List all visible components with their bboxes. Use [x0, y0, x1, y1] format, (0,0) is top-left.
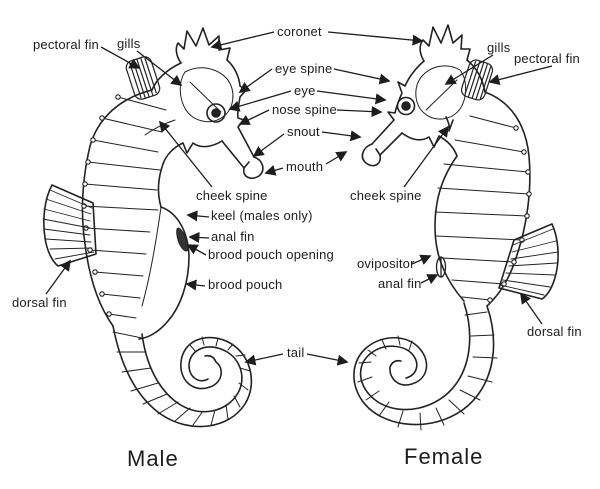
snout-right-arrow: [321, 130, 362, 142]
female-coronet: [419, 24, 471, 62]
male-brood-pouch: [138, 206, 190, 340]
female-head-outline: [371, 60, 425, 145]
ovipositor-arrow: [411, 254, 432, 265]
eye-label: eye: [294, 83, 316, 98]
male-pectoral-fin-patch: [125, 56, 161, 100]
gills-female-arrow: [444, 54, 494, 85]
dorsal-fin-male-label: dorsal fin: [12, 295, 67, 310]
eye-spine-label: eye spine: [275, 61, 333, 76]
callout-arrows: [45, 31, 553, 366]
pectoral-fin-female-arrow: [488, 65, 553, 86]
coronet-right-arrow: [327, 31, 424, 46]
eye-left-arrow: [228, 90, 292, 112]
pectoral-fin-male-label: pectoral fin: [33, 37, 99, 52]
male-seahorse-drawing: [42, 27, 264, 428]
male-anal-fin: [176, 227, 189, 252]
mouth-right-arrow: [325, 151, 348, 165]
male-trunk: [81, 89, 153, 327]
eye-right-arrow: [316, 90, 387, 105]
female-trunk: [484, 91, 531, 307]
male-mouth: [242, 156, 264, 179]
female-dorsal-fin: [498, 223, 559, 300]
dorsal-fin-female-label: dorsal fin: [527, 324, 582, 339]
ovipositor-label: ovipositor: [357, 256, 415, 271]
tail-right-arrow: [306, 353, 349, 366]
male-head-outline: [226, 59, 255, 158]
anal-fin-male-arrow: [188, 231, 210, 244]
nose-spine-label: nose spine: [272, 102, 337, 117]
mouth-label: mouth: [286, 159, 324, 174]
male-cheek: [162, 140, 223, 165]
pectoral-fin-male-arrow: [100, 46, 141, 69]
female-eye: [396, 96, 416, 116]
tail-left-arrow: [244, 353, 284, 366]
male-tail: [112, 325, 253, 428]
dorsal-fin-male-arrow: [45, 259, 71, 295]
male-caption: Male: [127, 446, 179, 471]
anal-fin-female-arrow: [420, 274, 439, 285]
brood-pouch-arrow: [185, 279, 206, 291]
brood-pouch-opening-arrow: [186, 244, 207, 256]
gills-male-label: gills: [117, 36, 141, 51]
dorsal-fin-female-arrow: [520, 292, 543, 325]
cheek-spine-female-arrow: [403, 125, 449, 188]
eye-spine-right-arrow: [333, 68, 391, 85]
brood-pouch-opening-label: brood pouch opening: [208, 247, 334, 262]
coronet-label: coronet: [277, 24, 322, 39]
anal-fin-male-label: anal fin: [211, 229, 255, 244]
gills-male-arrow: [136, 50, 183, 87]
female-trunk-segments: [434, 115, 530, 301]
nose-spine-left-arrow: [238, 109, 270, 125]
snout-label: snout: [287, 124, 320, 139]
nose-spine-right-arrow: [336, 106, 383, 118]
female-seahorse-drawing: [353, 24, 559, 431]
brood-pouch-label: brood pouch: [208, 277, 283, 292]
mouth-left-arrow: [264, 165, 284, 176]
cheek-spine-male-label: cheek spine: [196, 188, 268, 203]
male-trunk-segments: [83, 96, 167, 319]
male-keel-edge: [157, 163, 164, 208]
tail-label: tail: [287, 345, 305, 360]
coronet-left-arrow: [210, 31, 275, 51]
female-mouth: [361, 143, 382, 167]
female-caption: Female: [404, 444, 484, 469]
pectoral-fin-female-label: pectoral fin: [514, 51, 580, 66]
snout-left-arrow: [252, 133, 285, 157]
keel-arrow: [186, 210, 210, 222]
female-ovipositor: [435, 256, 447, 278]
anal-fin-female-label: anal fin: [378, 276, 422, 291]
male-dorsal-fin: [42, 184, 97, 267]
female-tail: [353, 302, 498, 431]
eye-spine-left-arrow: [238, 68, 273, 93]
male-eye: [206, 103, 226, 123]
cheek-spine-male-arrow: [158, 120, 213, 188]
gills-female-label: gills: [487, 40, 511, 55]
keel-label: keel (males only): [211, 208, 313, 223]
cheek-spine-female-label: cheek spine: [350, 188, 422, 203]
male-coronet: [175, 27, 231, 64]
